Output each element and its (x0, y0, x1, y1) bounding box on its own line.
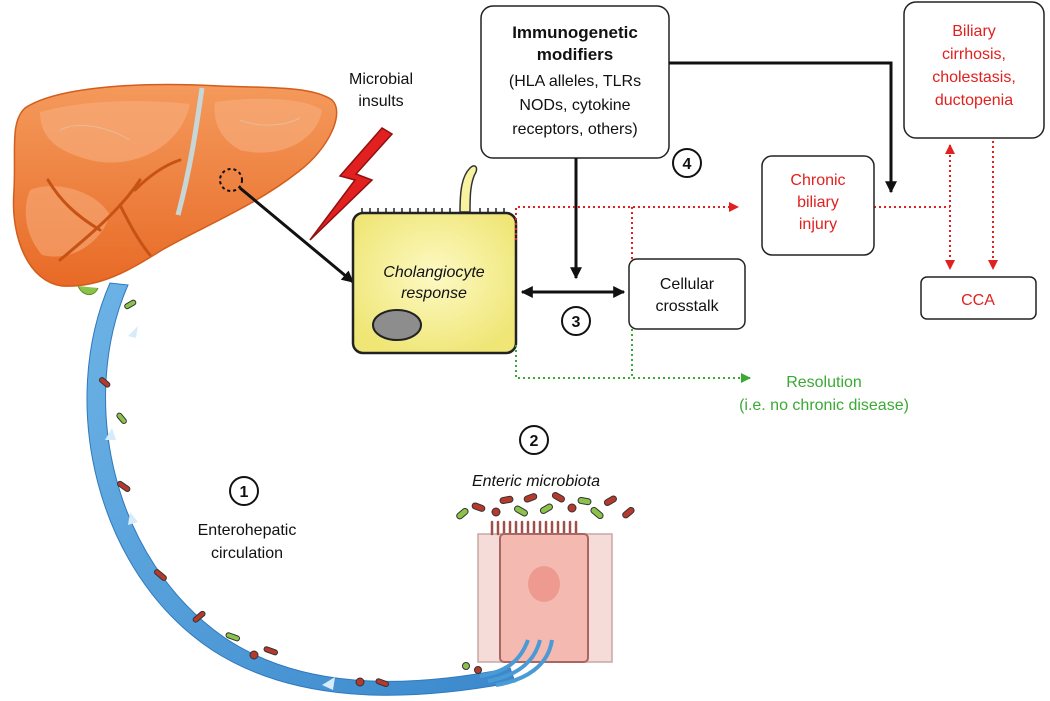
cca-box: CCA (920, 276, 1037, 320)
step-badge-3: 3 (561, 306, 591, 336)
liver-illustration (12, 83, 338, 295)
microbial-insults-line-1: Microbial (349, 71, 413, 88)
flow-arrow-icon (128, 326, 138, 338)
microbial-insults-label: Microbial insults (349, 71, 413, 110)
enterohepatic-circulation-band (86, 282, 516, 696)
injury-label-line-3: injury (799, 216, 837, 233)
immunogenetic-to-injury-arrow (669, 61, 897, 194)
step-badge-1: 1 (229, 476, 259, 506)
svg-text:3: 3 (572, 314, 581, 331)
primary-cilium (459, 165, 478, 213)
circulating-bacteria (98, 299, 482, 688)
enterohepatic-label-line-1: Enterohepatic (198, 522, 297, 539)
enterohepatic-label-line-2: circulation (211, 545, 283, 562)
enteric-bacteria-cluster (456, 492, 635, 520)
resolution-label-line-2: (i.e. no chronic disease) (739, 397, 909, 414)
immunogenetic-detail-line-2: NODs, cytokine (519, 97, 630, 114)
cholangiocyte-label-line-2: response (401, 285, 467, 302)
immunogenetic-detail-line-3: receptors, others) (512, 121, 637, 138)
cca-label: CCA (961, 292, 995, 309)
chronic-biliary-injury-box: Chronic biliary injury (761, 155, 875, 256)
outcomes-label-line-4: ductopenia (935, 92, 1013, 109)
cellular-crosstalk-box: Cellular crosstalk (628, 258, 746, 330)
immunogenetic-title-line-1: Immunogenetic (512, 23, 638, 42)
biliary-outcomes-box: Biliary cirrhosis, cholestasis, ductopen… (903, 1, 1045, 139)
resolution-pathway: Resolution (i.e. no chronic disease) (515, 329, 909, 414)
step-badge-4: 4 (672, 148, 702, 178)
crosstalk-label-line-1: Cellular (660, 276, 715, 293)
enteric-microbiota-label: Enteric microbiota (472, 473, 600, 490)
liver-to-cholangiocyte-arrow (239, 186, 354, 284)
immunogenetic-modifiers-box: Immunogenetic modifiers (HLA alleles, TL… (480, 5, 670, 159)
resolution-label-line-1: Resolution (786, 374, 862, 391)
immunogenetic-detail-line-1: (HLA alleles, TLRs (509, 73, 641, 90)
enterocyte-nucleus (528, 566, 560, 602)
outcomes-label-line-1: Biliary (952, 23, 996, 40)
step-badge-2: 2 (519, 425, 549, 455)
injury-label-line-2: biliary (797, 194, 839, 211)
immunogenetic-title-line-2: modifiers (537, 45, 614, 64)
outcomes-label-line-3: cholestasis, (932, 69, 1016, 86)
injury-pathway (515, 141, 998, 270)
bile-duct-focus-circle (219, 168, 243, 192)
svg-text:1: 1 (240, 484, 249, 501)
enterohepatic-circulation-label: Enterohepatic circulation (198, 522, 297, 562)
outcomes-label-line-2: cirrhosis, (942, 46, 1006, 63)
flow-arrow-icon (128, 512, 138, 525)
flow-arrow-icon (105, 428, 116, 440)
microbial-insults-line-2: insults (358, 93, 403, 110)
cholangiocyte-cell: Cholangiocyte response (351, 165, 518, 355)
svg-text:4: 4 (683, 156, 692, 173)
cholangiocyte-label-line-1: Cholangiocyte (383, 264, 485, 281)
injury-label-line-1: Chronic (790, 172, 845, 189)
svg-text:2: 2 (530, 433, 539, 450)
crosstalk-label-line-2: crosstalk (655, 298, 719, 315)
lightning-bolt-icon (309, 127, 394, 241)
intestinal-epithelium (477, 520, 613, 687)
cell-nucleus (372, 309, 422, 341)
flow-arrow-icon (322, 677, 335, 690)
